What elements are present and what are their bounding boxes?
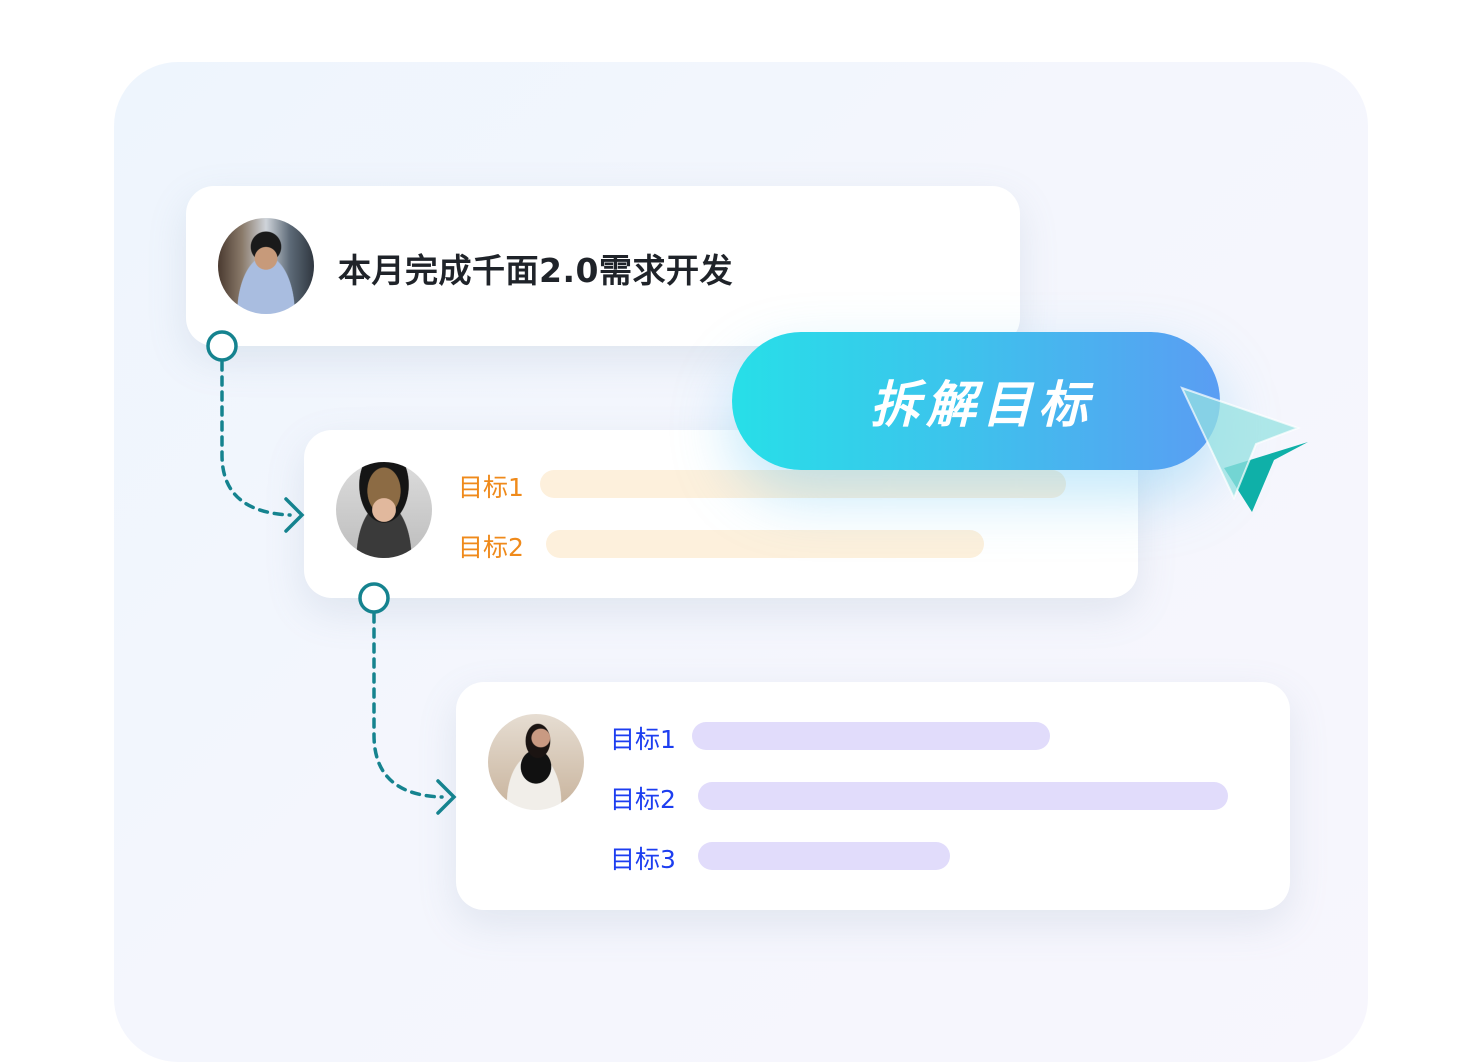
goal-bar-1 bbox=[692, 722, 1050, 750]
goal-label-2: 目标2 bbox=[458, 533, 524, 562]
goal-bar-3 bbox=[698, 842, 950, 870]
pointer-arrow-icon bbox=[1180, 386, 1308, 512]
decompose-goal-button[interactable]: 拆解目标 bbox=[732, 332, 1220, 470]
decompose-goal-label: 拆解目标 bbox=[870, 376, 1094, 434]
sub-goal-avatar-level1 bbox=[336, 462, 432, 558]
goal-bar-1 bbox=[540, 470, 1066, 498]
sub-goal-avatar-level2 bbox=[488, 714, 584, 810]
goal-label-1: 目标1 bbox=[458, 473, 524, 502]
goal-label-3: 目标3 bbox=[610, 845, 676, 874]
parent-goal-title: 本月完成千面2.0需求开发 bbox=[338, 251, 733, 290]
goal-bar-2 bbox=[546, 530, 984, 558]
goal-label-2: 目标2 bbox=[610, 785, 676, 814]
goal-label-1: 目标1 bbox=[610, 725, 676, 754]
parent-goal-card[interactable] bbox=[186, 186, 1020, 346]
parent-goal-avatar bbox=[218, 218, 314, 314]
goal-bar-2 bbox=[698, 782, 1228, 810]
